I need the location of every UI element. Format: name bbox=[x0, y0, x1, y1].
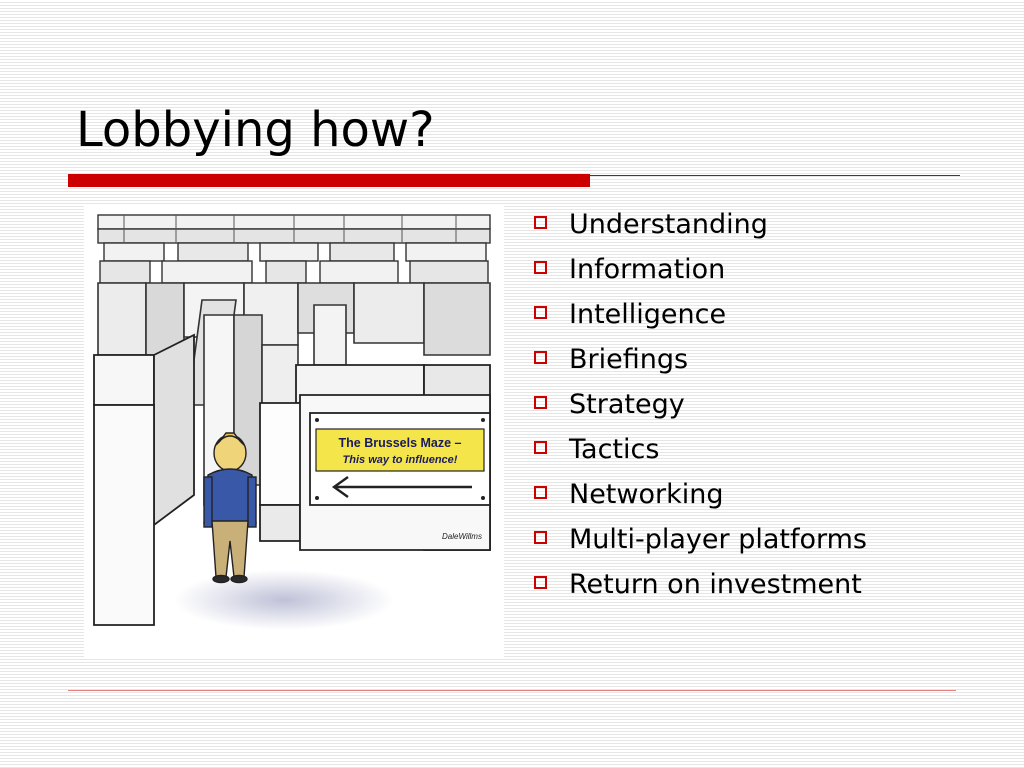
list-item: Intelligence bbox=[534, 292, 867, 337]
person-figure bbox=[203, 432, 257, 584]
square-bullet-icon bbox=[534, 531, 547, 544]
square-bullet-icon bbox=[534, 261, 547, 274]
list-item-label: Intelligence bbox=[569, 299, 727, 330]
title-underline-line bbox=[590, 175, 960, 176]
square-bullet-icon bbox=[534, 351, 547, 364]
list-item-label: Understanding bbox=[569, 209, 768, 240]
maze-sign: The Brussels Maze – This way to influenc… bbox=[309, 412, 491, 506]
floor-shadow bbox=[174, 570, 394, 630]
title-underline-bar bbox=[68, 174, 590, 187]
slide-title: Lobbying how? bbox=[76, 102, 435, 158]
list-item-label: Strategy bbox=[569, 389, 685, 420]
list-item: Briefings bbox=[534, 337, 867, 382]
square-bullet-icon bbox=[534, 396, 547, 409]
maze-wall-details bbox=[123, 215, 457, 243]
square-bullet-icon bbox=[534, 306, 547, 319]
sign-title: The Brussels Maze – bbox=[339, 436, 462, 450]
maze-illustration: The Brussels Maze – This way to influenc… bbox=[93, 214, 491, 630]
sign-arrow-head bbox=[331, 476, 349, 498]
footer-divider bbox=[68, 690, 956, 691]
maze-cartoon-image: The Brussels Maze – This way to influenc… bbox=[84, 205, 504, 657]
list-item-label: Networking bbox=[569, 479, 724, 510]
maze-walls-far bbox=[97, 214, 491, 284]
square-bullet-icon bbox=[534, 576, 547, 589]
list-item: Return on investment bbox=[534, 562, 867, 607]
square-bullet-icon bbox=[534, 486, 547, 499]
list-item: Multi-player platforms bbox=[534, 517, 867, 562]
sign-subtitle: This way to influence! bbox=[343, 454, 458, 466]
bullet-list: Understanding Information Intelligence B… bbox=[534, 202, 867, 607]
list-item: Tactics bbox=[534, 427, 867, 472]
list-item: Strategy bbox=[534, 382, 867, 427]
list-item-label: Multi-player platforms bbox=[569, 524, 867, 555]
list-item: Information bbox=[534, 247, 867, 292]
list-item: Networking bbox=[534, 472, 867, 517]
list-item-label: Briefings bbox=[569, 344, 689, 375]
list-item: Understanding bbox=[534, 202, 867, 247]
list-item-label: Tactics bbox=[569, 434, 660, 465]
square-bullet-icon bbox=[534, 216, 547, 229]
artist-signature: DaleWillms bbox=[442, 532, 482, 541]
list-item-label: Return on investment bbox=[569, 569, 862, 600]
list-item-label: Information bbox=[569, 254, 726, 285]
square-bullet-icon bbox=[534, 441, 547, 454]
